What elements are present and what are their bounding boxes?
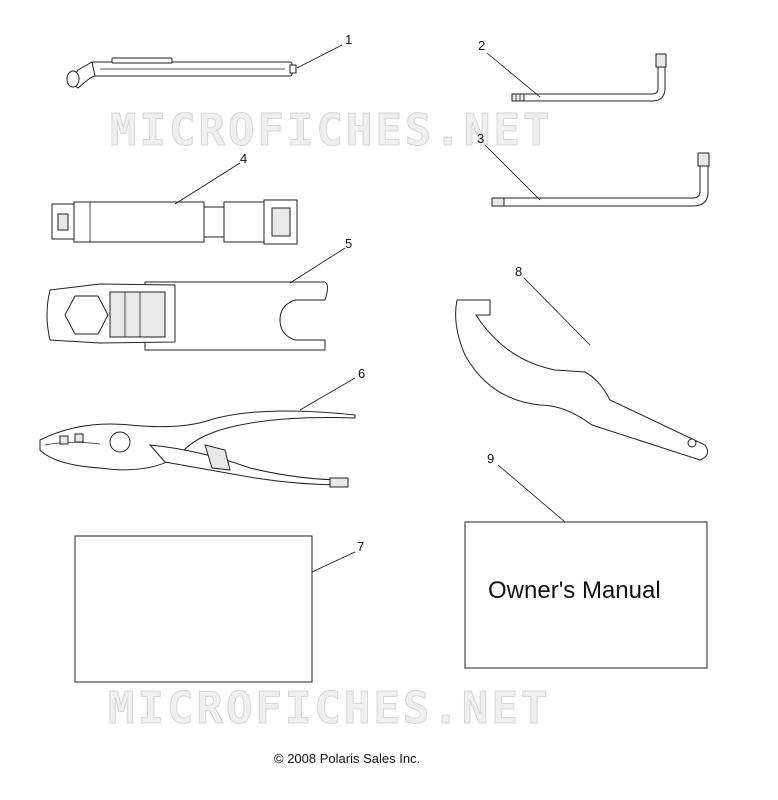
leader-1: [296, 44, 343, 69]
callout-2: 2: [478, 38, 485, 53]
callout-9: 9: [487, 451, 494, 466]
callout-4: 4: [240, 151, 247, 166]
part-5-wrench-handle[interactable]: [46, 281, 328, 351]
part-2-hex-key[interactable]: [511, 53, 667, 102]
watermark-top: MICROFICHES.NET: [110, 105, 552, 156]
callout-5: 5: [345, 236, 352, 251]
leader-9: [497, 464, 566, 523]
callout-7: 7: [357, 539, 364, 554]
part-7-card[interactable]: [74, 535, 313, 683]
leader-5: [289, 247, 346, 284]
part-9-owners-manual[interactable]: Owner's Manual: [464, 521, 708, 669]
callout-6: 6: [358, 366, 365, 381]
callout-1: 1: [345, 32, 352, 47]
manual-title: Owner's Manual: [488, 577, 661, 604]
part-4-spark-plug-socket[interactable]: [51, 199, 298, 245]
leader-8: [523, 277, 591, 346]
callout-8: 8: [515, 264, 522, 279]
copyright-text: © 2008 Polaris Sales Inc.: [274, 751, 420, 766]
callout-3: 3: [477, 131, 484, 146]
part-8-spanner-wrench[interactable]: [455, 299, 709, 461]
leader-6: [299, 377, 356, 411]
leader-2: [486, 52, 541, 98]
leader-7: [311, 551, 356, 573]
part-6-pliers[interactable]: [39, 410, 356, 488]
part-1-pressure-gauge[interactable]: [66, 57, 297, 89]
leader-3: [484, 144, 541, 201]
part-3-hex-key[interactable]: [491, 152, 710, 207]
leader-4: [174, 162, 241, 205]
watermark-bottom: MICROFICHES.NET: [108, 683, 550, 734]
